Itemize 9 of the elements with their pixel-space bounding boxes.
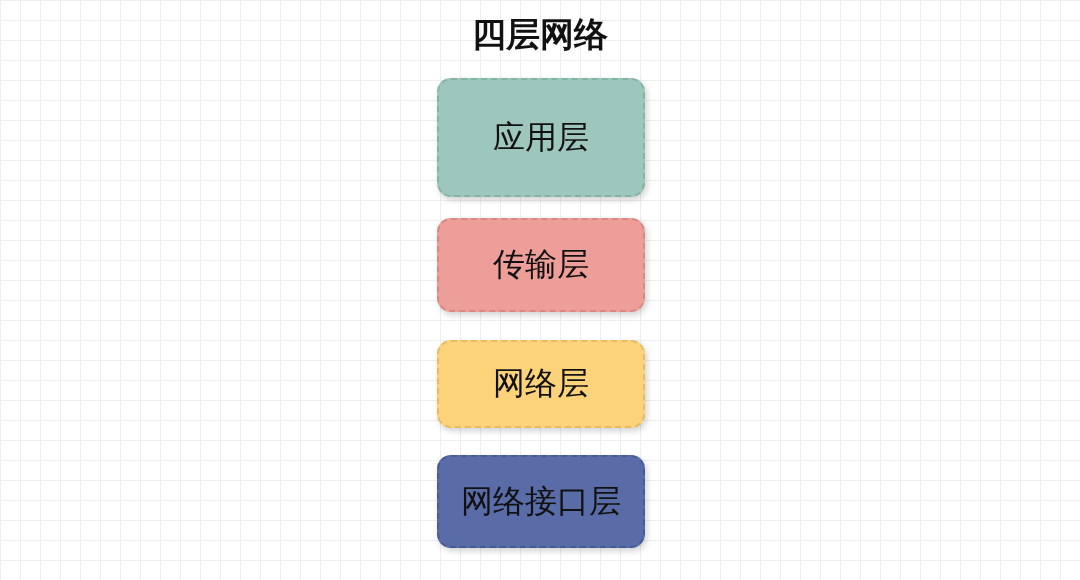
layer-box [437,218,645,312]
layer-label: 传输层 [493,244,589,285]
layer-box [437,455,645,548]
layer-label: 网络接口层 [461,480,621,522]
diagram-title: 四层网络 [472,13,608,56]
layer-box [437,340,645,428]
layer-box [437,78,645,197]
layer-label: 网络层 [493,363,589,404]
layer-label: 应用层 [493,116,589,158]
